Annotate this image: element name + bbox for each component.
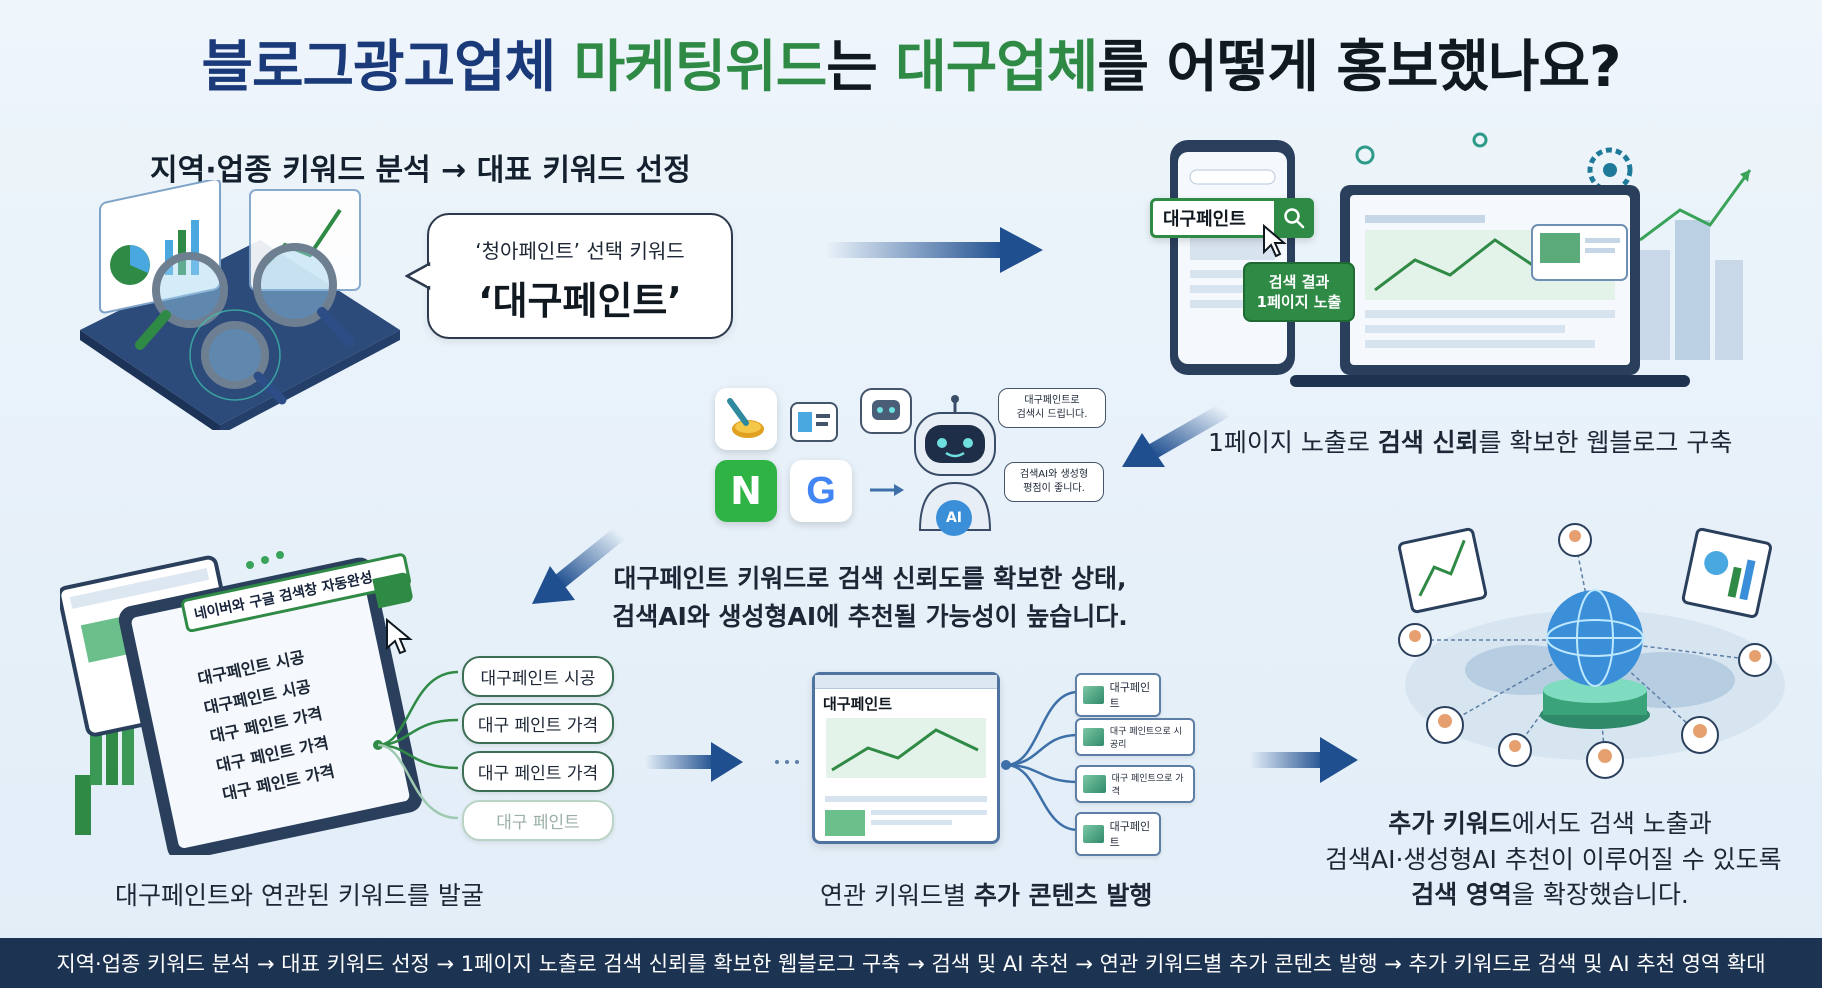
- title-part-4: 대구업체: [895, 35, 1098, 100]
- step6-caption-line1-rest: 에서도 검색 노출과: [1511, 809, 1712, 838]
- ai-badge: AI: [936, 500, 972, 536]
- step6-caption-line3-bold: 검색 영역: [1411, 880, 1512, 909]
- content-card: 대구페인트: [1075, 812, 1161, 856]
- bubble-top-line-1: 대구페인트로: [1024, 395, 1080, 406]
- autocomplete-illustration: [60, 551, 423, 855]
- content-card-label: 대구페인트: [1109, 820, 1151, 849]
- cursor-icon: [1263, 224, 1287, 258]
- search-icon: [1274, 198, 1314, 238]
- step6-caption-line1-bold: 추가 키워드: [1388, 809, 1512, 838]
- keyword-pill: 대구 페인트 가격: [462, 703, 614, 744]
- content-card-label: 대구페인트: [1109, 681, 1151, 710]
- content-branch-lines: [1001, 690, 1079, 832]
- content-document: 대구페인트: [812, 672, 1000, 844]
- paint-brush-icon: [715, 388, 777, 450]
- step6-caption-line3-rest: 을 확장했습니다.: [1511, 880, 1689, 909]
- bubble-subtitle: ‘청아페인트’ 선택 키워드: [475, 239, 685, 263]
- step2-caption-bold: 검색 신뢰: [1377, 428, 1479, 457]
- step5-caption: 연관 키워드별 추가 콘텐츠 발행: [820, 876, 1152, 912]
- blog-exposure-illustration: [1170, 132, 1752, 387]
- document-icon: [790, 402, 838, 442]
- badge-line-1: 검색 결과: [1268, 273, 1330, 291]
- title-part-5: 를 어떻게 홍보했나요?: [1097, 35, 1621, 100]
- bubble-top-line-2: 검색시 드립니다.: [1016, 409, 1088, 420]
- title-part-2: 마케팅위드: [573, 35, 828, 100]
- content-card-label: 대구 페인트으로 시공리: [1109, 727, 1182, 750]
- bubble-bottom-line-1: 검색AI와 생성형: [1019, 469, 1089, 480]
- dotted-connector: [775, 760, 799, 764]
- step6-caption: 추가 키워드에서도 검색 노출과 검색AI·생성형AI 추천이 이루어질 수 있…: [1325, 806, 1782, 913]
- content-chart-graphic: [826, 718, 986, 778]
- content-card: 대구 페인트으로 시공리: [1075, 718, 1195, 756]
- badge-line-2: 1페이지 노출: [1256, 293, 1342, 312]
- step3-caption: 대구페인트 키워드로 검색 신뢰도를 확보한 상태, 검색AI와 생성형AI에 …: [560, 560, 1180, 635]
- content-card: 대구페인트: [1075, 673, 1161, 717]
- step3-caption-line-2: 검색AI와 생성형AI에 추천될 가능성이 높습니다.: [612, 601, 1128, 631]
- content-card-label: 대구 페인트으로 가격: [1111, 774, 1184, 797]
- autocomplete-cursor-icon: [386, 618, 413, 655]
- arrow-step2-to-step3: [1122, 405, 1229, 467]
- step5-caption-bold: 추가 콘텐츠 발행: [973, 881, 1153, 910]
- arrow-step3-to-step4: [532, 528, 625, 604]
- keyword-pill: 대구페인트 시공: [462, 656, 614, 697]
- arrow-step5-to-step6: [1250, 737, 1358, 783]
- page-title: 블로그광고업체 마케팅위드는 대구업체를 어떻게 홍보했나요?: [0, 22, 1822, 103]
- naver-icon: N: [715, 460, 777, 522]
- content-doc-title: 대구페인트: [823, 695, 893, 713]
- step2-caption-prefix: 1페이지 노출로: [1208, 428, 1378, 457]
- step6-caption-line-2: 검색AI·생성형AI 추천이 이루어질 수 있도록: [1325, 844, 1782, 874]
- step3-caption-line-1: 대구페인트 키워드로 검색 신뢰도를 확보한 상태,: [613, 564, 1127, 593]
- selected-keyword-bubble: ‘청아페인트’ 선택 키워드 ‘대구페인트’: [427, 213, 733, 339]
- step5-caption-prefix: 연관 키워드별: [820, 881, 974, 910]
- bubble-bottom-line-2: 평점이 좋니다.: [1023, 483, 1085, 494]
- search-expansion-illustration: [1398, 523, 1785, 779]
- step2-caption-suffix: 를 확보한 웹블로그 구축: [1478, 428, 1733, 457]
- google-icon: G: [790, 460, 852, 522]
- representative-keyword: ‘대구페인트’: [478, 279, 682, 323]
- arrow-step4-to-step5: [645, 742, 743, 782]
- keyword-branch-lines: [373, 670, 459, 820]
- connector-arrow-icon: [870, 484, 904, 496]
- step2-caption: 1페이지 노출로 검색 신뢰를 확보한 웹블로그 구축: [1208, 423, 1732, 459]
- arrow-step1-to-step2: [825, 227, 1043, 273]
- footer-text: 지역·업종 키워드 분석 → 대표 키워드 선정 → 1페이지 노출로 검색 신…: [56, 952, 1766, 976]
- title-part-3: 는: [826, 35, 878, 100]
- ai-answer-bubble-top: 대구페인트로 검색시 드립니다.: [998, 388, 1106, 428]
- step4-caption: 대구페인트와 연관된 키워드를 발굴: [115, 881, 484, 910]
- ai-robot-icon: [914, 395, 996, 531]
- chatbot-icon: [860, 388, 912, 434]
- process-summary-footer: 지역·업종 키워드 분석 → 대표 키워드 선정 → 1페이지 노출로 검색 신…: [0, 938, 1822, 988]
- search-result-badge: 검색 결과 1페이지 노출: [1243, 262, 1355, 322]
- ai-answer-bubble-bottom: 검색AI와 생성형 평점이 좋니다.: [1004, 462, 1104, 502]
- step1-heading: 지역·업종 키워드 분석 → 대표 키워드 선정: [150, 153, 691, 188]
- keyword-analysis-illustration: [80, 180, 400, 430]
- bubble-tail: [405, 262, 431, 291]
- search-query: 대구페인트: [1163, 209, 1246, 230]
- keyword-pill: 대구 페인트: [462, 800, 614, 841]
- title-part-1: 블로그광고업체: [201, 35, 556, 100]
- keyword-pill: 대구 페인트 가격: [462, 751, 614, 792]
- content-card: 대구 페인트으로 가격: [1075, 765, 1195, 803]
